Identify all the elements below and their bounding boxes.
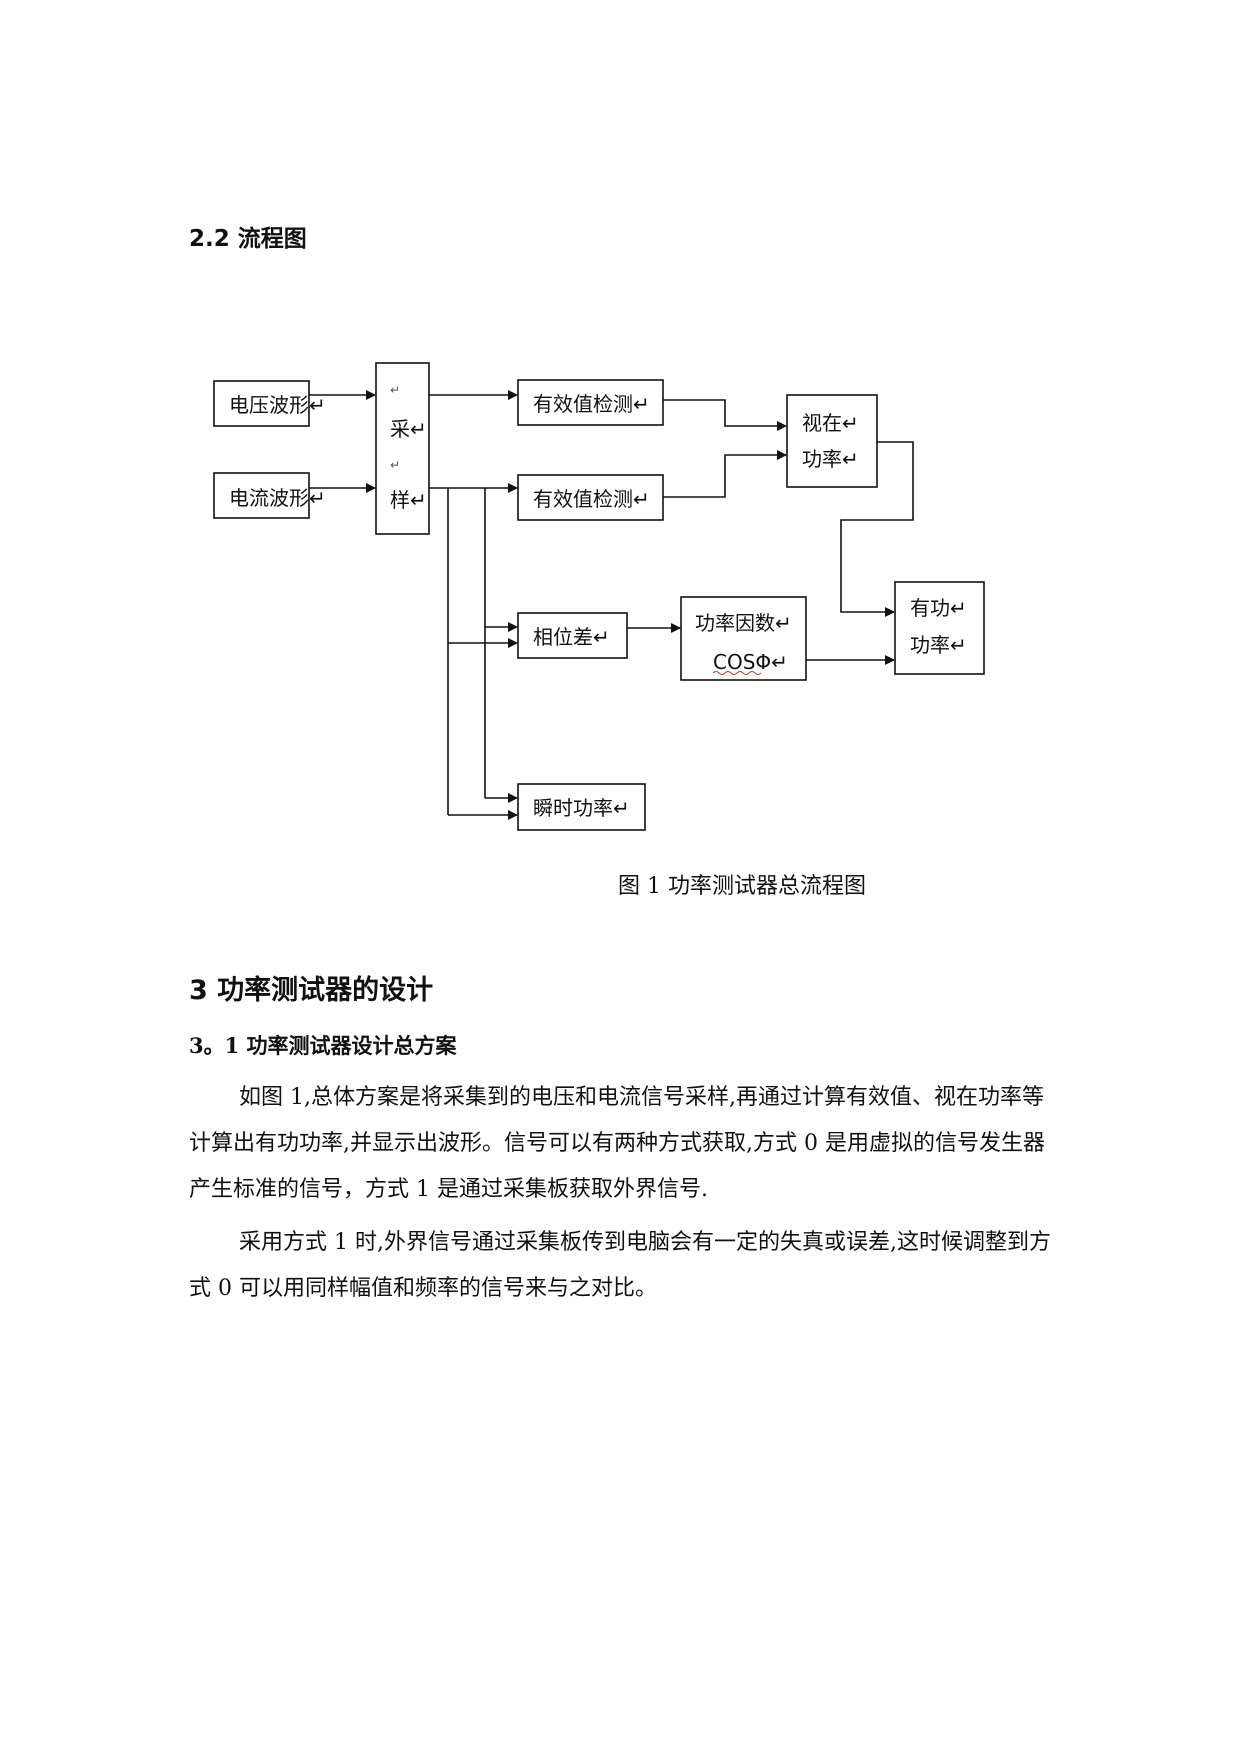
label-apparent-power-2: 功率↵ — [802, 447, 859, 471]
section-heading: 2.2 流程图 — [189, 226, 307, 252]
label-power-factor-2: COSΦ↵ — [713, 650, 788, 674]
box-phase-diff — [517, 612, 628, 659]
spellcheck-underline — [712, 671, 762, 675]
box-current-wave — [213, 472, 310, 519]
label-current-wave: 电流波形↵ — [229, 486, 326, 510]
box-active-power — [894, 581, 985, 675]
label-sampling-1: ↵ — [390, 383, 400, 397]
label-phase-diff: 相位差↵ — [533, 625, 610, 649]
label-active-power-1: 有功↵ — [910, 596, 967, 620]
subsection-heading: 3。1 功率测试器设计总方案 — [189, 1033, 457, 1058]
label-rms-bottom: 有效值检测↵ — [533, 487, 650, 511]
label-voltage-wave: 电压波形↵ — [229, 393, 326, 417]
box-sampling — [375, 362, 430, 535]
box-instant-power — [517, 783, 646, 831]
box-rms-top — [517, 379, 664, 426]
box-power-factor — [680, 596, 807, 681]
label-sampling-4: 样↵ — [390, 488, 427, 512]
label-rms-top: 有效值检测↵ — [533, 392, 650, 416]
box-voltage-wave — [213, 380, 310, 427]
label-sampling-2: 采↵ — [390, 417, 427, 441]
figure-caption: 图 1 功率测试器总流程图 — [618, 874, 866, 899]
label-apparent-power-1: 视在↵ — [802, 411, 859, 435]
paragraph: 采用方式 1 时,外界信号通过采集板传到电脑会有一定的失真或误差,这时候调整到方… — [189, 1230, 1051, 1301]
label-instant-power: 瞬时功率↵ — [533, 796, 630, 820]
paragraph: 如图 1,总体方案是将采集到的电压和电流信号采样,再通过计算有效值、视在功率等计… — [189, 1085, 1045, 1202]
chapter-heading: 3 功率测试器的设计 — [189, 975, 434, 1006]
box-apparent-power — [786, 394, 878, 488]
label-sampling-3: ↵ — [390, 458, 400, 472]
label-active-power-2: 功率↵ — [910, 633, 967, 657]
flowchart: 电压波形↵ 电流波形↵ ↵ 采↵ ↵ 样↵ 有效值检测↵ 有效值检测↵ 视在↵ … — [213, 362, 985, 831]
label-power-factor-1: 功率因数↵ — [695, 611, 792, 635]
